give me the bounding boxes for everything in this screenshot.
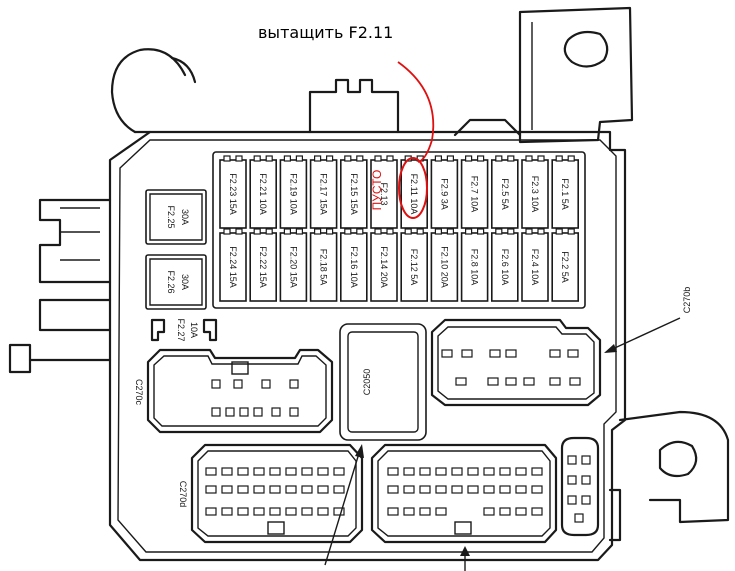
fuse-label: F2.13 — [379, 182, 389, 205]
fuse-label: F2.17 15A — [319, 173, 329, 215]
fuse-slot[interactable]: F2.19 10A — [279, 155, 308, 229]
fuse-label: F2.9 3A — [439, 178, 449, 210]
connector-c270d-left-pins — [205, 467, 345, 516]
fuse-slot[interactable]: F2.4 10A — [521, 228, 549, 302]
fuse-slot[interactable]: F2.1 5A — [551, 155, 580, 229]
fuse-slot[interactable]: F2.20 15A — [279, 228, 308, 302]
fuse-slot[interactable]: F2.14 20A — [370, 228, 398, 302]
fuse-slot[interactable]: F2.16 10A — [339, 228, 368, 302]
fuse-label: F2.5 5A — [500, 178, 510, 210]
fuse-f2-26-rating: 30A — [180, 274, 190, 290]
fuse-slot[interactable]: F2.9 3A — [430, 155, 459, 229]
fuse-f2-27-rating: 10A — [189, 322, 199, 338]
connector-small-right[interactable] — [560, 436, 600, 537]
hook-bracket — [110, 48, 197, 134]
fuse-slot[interactable]: F2.22 15A — [249, 228, 277, 302]
fuse-slot[interactable]: F2.11 10A — [400, 155, 429, 229]
fuse-slot[interactable]: F2.2 5A — [551, 228, 580, 302]
fuse-label: F2.22 15A — [258, 246, 268, 288]
fuse-f2-27[interactable]: F2.27 10A — [150, 318, 218, 342]
fuse-slot[interactable]: F2.18 5A — [309, 228, 338, 302]
fuse-slot[interactable]: F2.15 15A — [339, 155, 368, 229]
fuse-slot[interactable]: F2.6 10A — [490, 228, 519, 302]
fuse-slot[interactable]: F2.12 5A — [400, 228, 429, 302]
fuse-slot[interactable]: F2.21 10A — [249, 155, 277, 229]
connector-c270c-pins — [211, 379, 299, 417]
connector-c2050-label: C2050 — [362, 369, 372, 396]
leader-arrow-c2050 — [324, 444, 364, 566]
fuse-label: F2.3 10A — [530, 176, 540, 213]
connector-c270c-label: C270c — [134, 379, 144, 406]
fuse-label: F2.23 15A — [228, 173, 238, 215]
connector-c270d-right[interactable] — [370, 443, 558, 544]
fuse-f2-26-label: F2.26 — [166, 270, 176, 293]
empty-slot-label: ПУСТО — [370, 170, 384, 211]
fuse-slot[interactable]: F2.10 20A — [430, 228, 459, 302]
fuse-slot[interactable]: F2.13 — [370, 155, 398, 229]
fuse-label: F2.2 5A — [560, 251, 570, 283]
mounting-bracket-bottom-right — [608, 410, 730, 542]
fuse-label: F2.11 10A — [409, 174, 419, 215]
fuse-label: F2.8 10A — [470, 249, 480, 286]
fuse-f2-25-rating: 30A — [180, 209, 190, 225]
fuse-label: F2.1 5A — [560, 178, 570, 210]
fuse-label: F2.4 10A — [530, 249, 540, 286]
top-tab — [308, 78, 522, 137]
fuse-label: F2.12 5A — [409, 249, 419, 286]
fuse-label: F2.15 15A — [349, 173, 359, 215]
fuse-slot[interactable]: F2.17 15A — [309, 155, 338, 229]
fuse-label: F2.7 10A — [470, 176, 480, 213]
fuse-box-housing — [108, 130, 627, 562]
fuse-label: F2.10 20A — [439, 246, 449, 288]
instruction-text: вытащить F2.11 — [258, 23, 393, 42]
red-highlight-circle-f2-11 — [398, 157, 428, 219]
red-pointer-curve — [397, 61, 435, 163]
fuse-slot[interactable]: F2.7 10A — [460, 155, 489, 229]
fuse-slot[interactable]: F2.24 15A — [219, 228, 247, 302]
fuse-label: F2.14 20A — [379, 246, 389, 288]
fuse-slot[interactable]: F2.3 10A — [521, 155, 549, 229]
fuse-label: F2.16 10A — [349, 246, 359, 288]
leader-arrow-c270d — [460, 546, 470, 571]
connector-c270d-label: C270d — [178, 481, 188, 508]
mounting-bracket-top-right — [518, 6, 634, 144]
connector-c270b-arrowhead — [604, 344, 617, 353]
connector-c270c[interactable]: C270c — [134, 348, 334, 434]
fuse-f2-26[interactable]: F2.26 30A — [145, 254, 207, 310]
connector-c2050[interactable]: C2050 — [339, 323, 427, 441]
connector-c270b-label: C270b — [682, 287, 692, 314]
connector-c270b-leader — [605, 317, 681, 353]
fuse-slot[interactable]: F2.23 15A — [219, 155, 247, 229]
connector-c270d-left[interactable]: C270d — [178, 443, 364, 544]
fuse-label: F2.20 15A — [288, 246, 298, 288]
left-side-brackets — [8, 198, 112, 374]
fuse-label: F2.18 5A — [319, 249, 329, 286]
fuse-label: F2.19 10A — [288, 173, 298, 215]
fuse-label: F2.21 10A — [258, 173, 268, 215]
fuse-row-bottom: F2.24 15A F2.22 15A F2.20 15A F2.18 5A F2.16… — [219, 228, 580, 302]
fuse-label: F2.6 10A — [500, 249, 510, 286]
connector-c270b-pins — [441, 349, 581, 386]
fuse-label: F2.24 15A — [228, 246, 238, 288]
fuse-slot[interactable]: F2.5 5A — [490, 155, 519, 229]
fuse-f2-25[interactable]: F2.25 30A — [145, 189, 207, 245]
fuse-slot[interactable]: F2.8 10A — [460, 228, 489, 302]
connector-c270d-right-pins — [387, 467, 543, 516]
fuse-row-top: F2.23 15A F2.21 10A F2.19 10A F2.17 15A F2.1… — [219, 155, 580, 229]
fuse-f2-25-label: F2.25 — [166, 205, 176, 228]
fuse-f2-27-label: F2.27 — [176, 318, 186, 341]
connector-c270b[interactable] — [430, 318, 602, 407]
